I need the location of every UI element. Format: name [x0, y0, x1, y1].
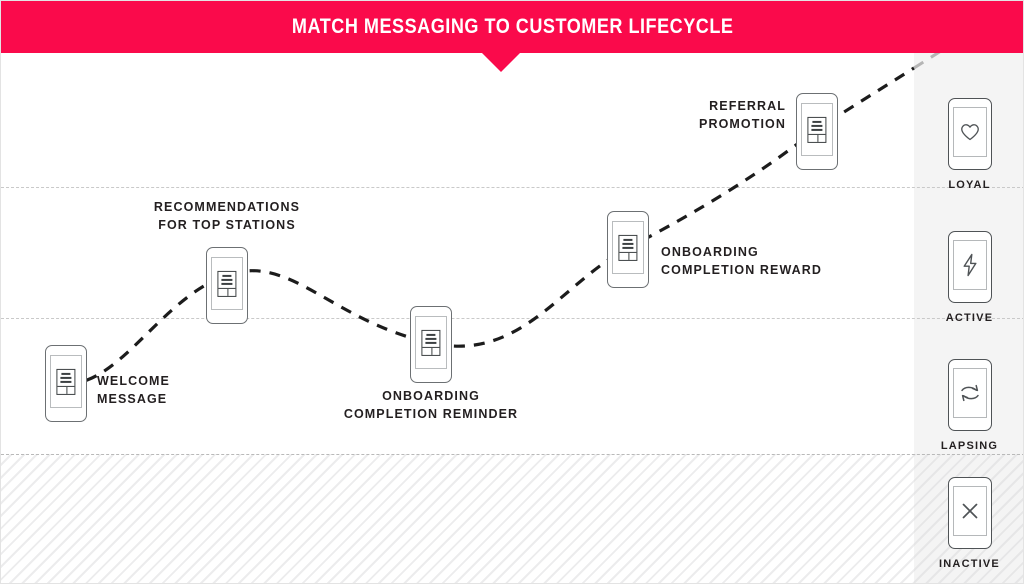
- message-card-icon: [56, 368, 76, 395]
- gridline-lapsing-inactive: [1, 454, 1023, 455]
- curve-solid-segment: [66, 66, 915, 386]
- engagement-curve: [66, 11, 1002, 386]
- page-title: MATCH MESSAGING TO CUSTOMER LIFECYCLE: [292, 15, 734, 38]
- refresh-icon: [960, 384, 979, 402]
- phone-frame: [947, 231, 992, 303]
- stage-label-inactive: INACTIVE: [939, 558, 1000, 570]
- close-x-icon: [962, 503, 977, 519]
- inactive-hatch-band: [1, 454, 1023, 583]
- phone-referral-promotion[interactable]: [796, 93, 838, 170]
- label-onboarding-reward: ONBOARDING COMPLETION REWARD: [661, 245, 823, 277]
- phone-frame: [947, 98, 992, 170]
- title-banner: MATCH MESSAGING TO CUSTOMER LIFECYCLE: [1, 1, 1023, 53]
- phone-screen: [952, 368, 987, 418]
- stage-label-loyal: LOYAL: [948, 179, 991, 191]
- stage-loyal[interactable]: LOYAL: [914, 98, 1023, 191]
- message-card-icon: [421, 329, 441, 356]
- phone-onboarding-reminder[interactable]: [410, 306, 452, 383]
- phone-screen: [415, 316, 447, 369]
- message-card-icon: [217, 270, 237, 297]
- label-onboarding-reminder: ONBOARDING COMPLETION REMINDER: [343, 389, 519, 421]
- phone-screen: [801, 103, 833, 156]
- label-referral-promotion: REFERRAL PROMOTION: [699, 99, 786, 131]
- stage-inactive[interactable]: INACTIVE: [914, 477, 1023, 570]
- stage-lapsing[interactable]: LAPSING: [914, 359, 1023, 452]
- message-card-icon: [807, 116, 827, 143]
- label-welcome-message: WELCOME MESSAGE: [97, 374, 170, 406]
- phone-screen: [50, 355, 82, 408]
- label-recommendations: RECOMMENDATIONS FOR TOP STATIONS: [153, 200, 301, 232]
- phone-screen: [952, 240, 987, 290]
- gridline-active-lapsing: [1, 318, 1023, 319]
- banner-pointer-triangle: [482, 53, 520, 72]
- phone-frame: [947, 477, 992, 549]
- chart-plot-area: WELCOME MESSAGE RECOMMENDATIONS FOR TOP …: [1, 11, 1023, 583]
- phone-welcome-message[interactable]: [45, 345, 87, 422]
- heart-icon: [960, 124, 979, 141]
- lightning-icon: [963, 253, 976, 277]
- stage-active[interactable]: ACTIVE: [914, 231, 1023, 324]
- phone-screen: [952, 486, 987, 536]
- message-card-icon: [618, 234, 638, 261]
- phone-onboarding-reward[interactable]: [607, 211, 649, 288]
- phone-screen: [952, 107, 987, 157]
- phone-recommendations[interactable]: [206, 247, 248, 324]
- phone-screen: [612, 221, 644, 274]
- stage-label-lapsing: LAPSING: [940, 440, 999, 452]
- stage-label-active: ACTIVE: [945, 312, 994, 324]
- phone-frame: [947, 359, 992, 431]
- phone-screen: [211, 257, 243, 310]
- gridline-loyal-active: [1, 187, 1023, 188]
